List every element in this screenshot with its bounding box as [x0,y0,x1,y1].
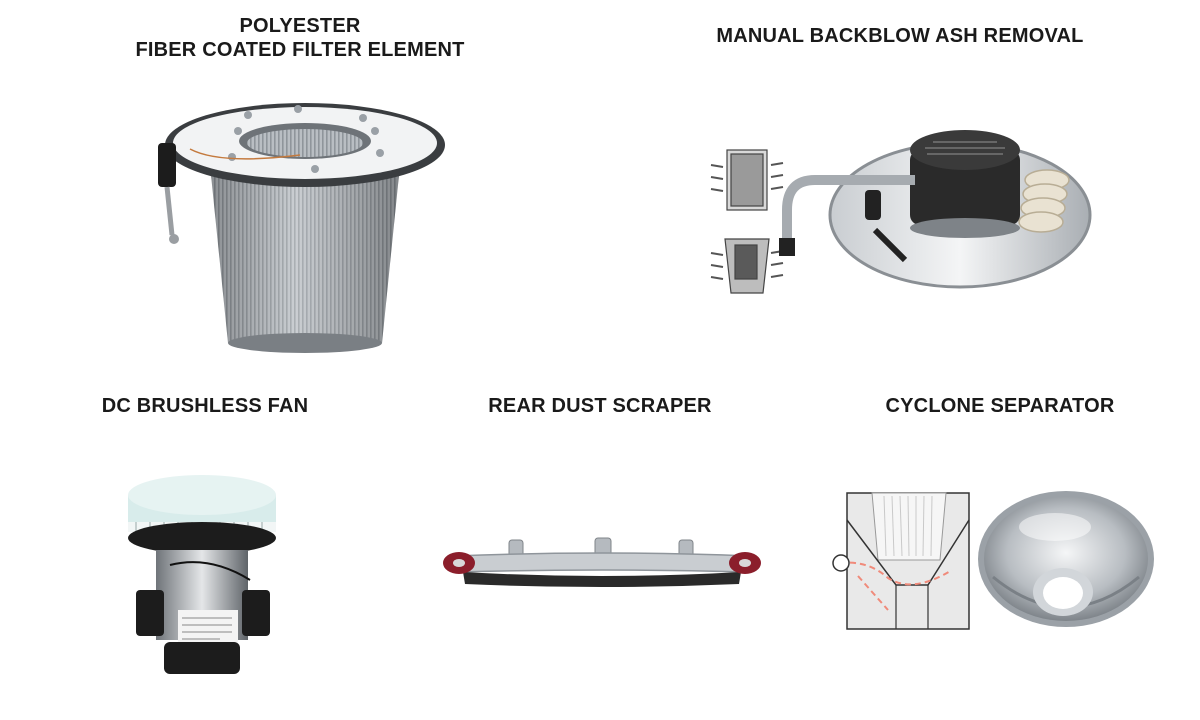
dc-fan-image [128,475,276,674]
fan-title: DC BRUSHLESS FAN [90,394,320,418]
cyclone-title: CYCLONE SEPARATOR [870,394,1130,418]
filter-title-line-2: FIBER COATED FILTER ELEMENT [135,39,465,61]
scraper-title-line-1: REAR DUST SCRAPER [488,395,712,417]
cyclone-diagram-image [832,492,970,630]
cyclone-title-line-1: CYCLONE SEPARATOR [885,395,1115,417]
backblow-diagram-image [710,149,784,294]
backblow-title: MANUAL BACKBLOW ASH REMOVAL [700,24,1100,48]
filter-title-line-1: POLYESTER [239,15,361,37]
backblow-machine-image [779,130,1092,289]
backblow-title-line-1: MANUAL BACKBLOW ASH REMOVAL [716,25,1084,47]
scraper-title: REAR DUST SCRAPER [470,394,730,418]
filter-title: POLYESTER FIBER COATED FILTER ELEMENT [110,14,490,62]
dust-scraper-image [443,537,761,587]
cyclone-bowl-image [978,491,1154,627]
fan-title-line-1: DC BRUSHLESS FAN [101,395,309,417]
filter-element-image [158,103,445,353]
